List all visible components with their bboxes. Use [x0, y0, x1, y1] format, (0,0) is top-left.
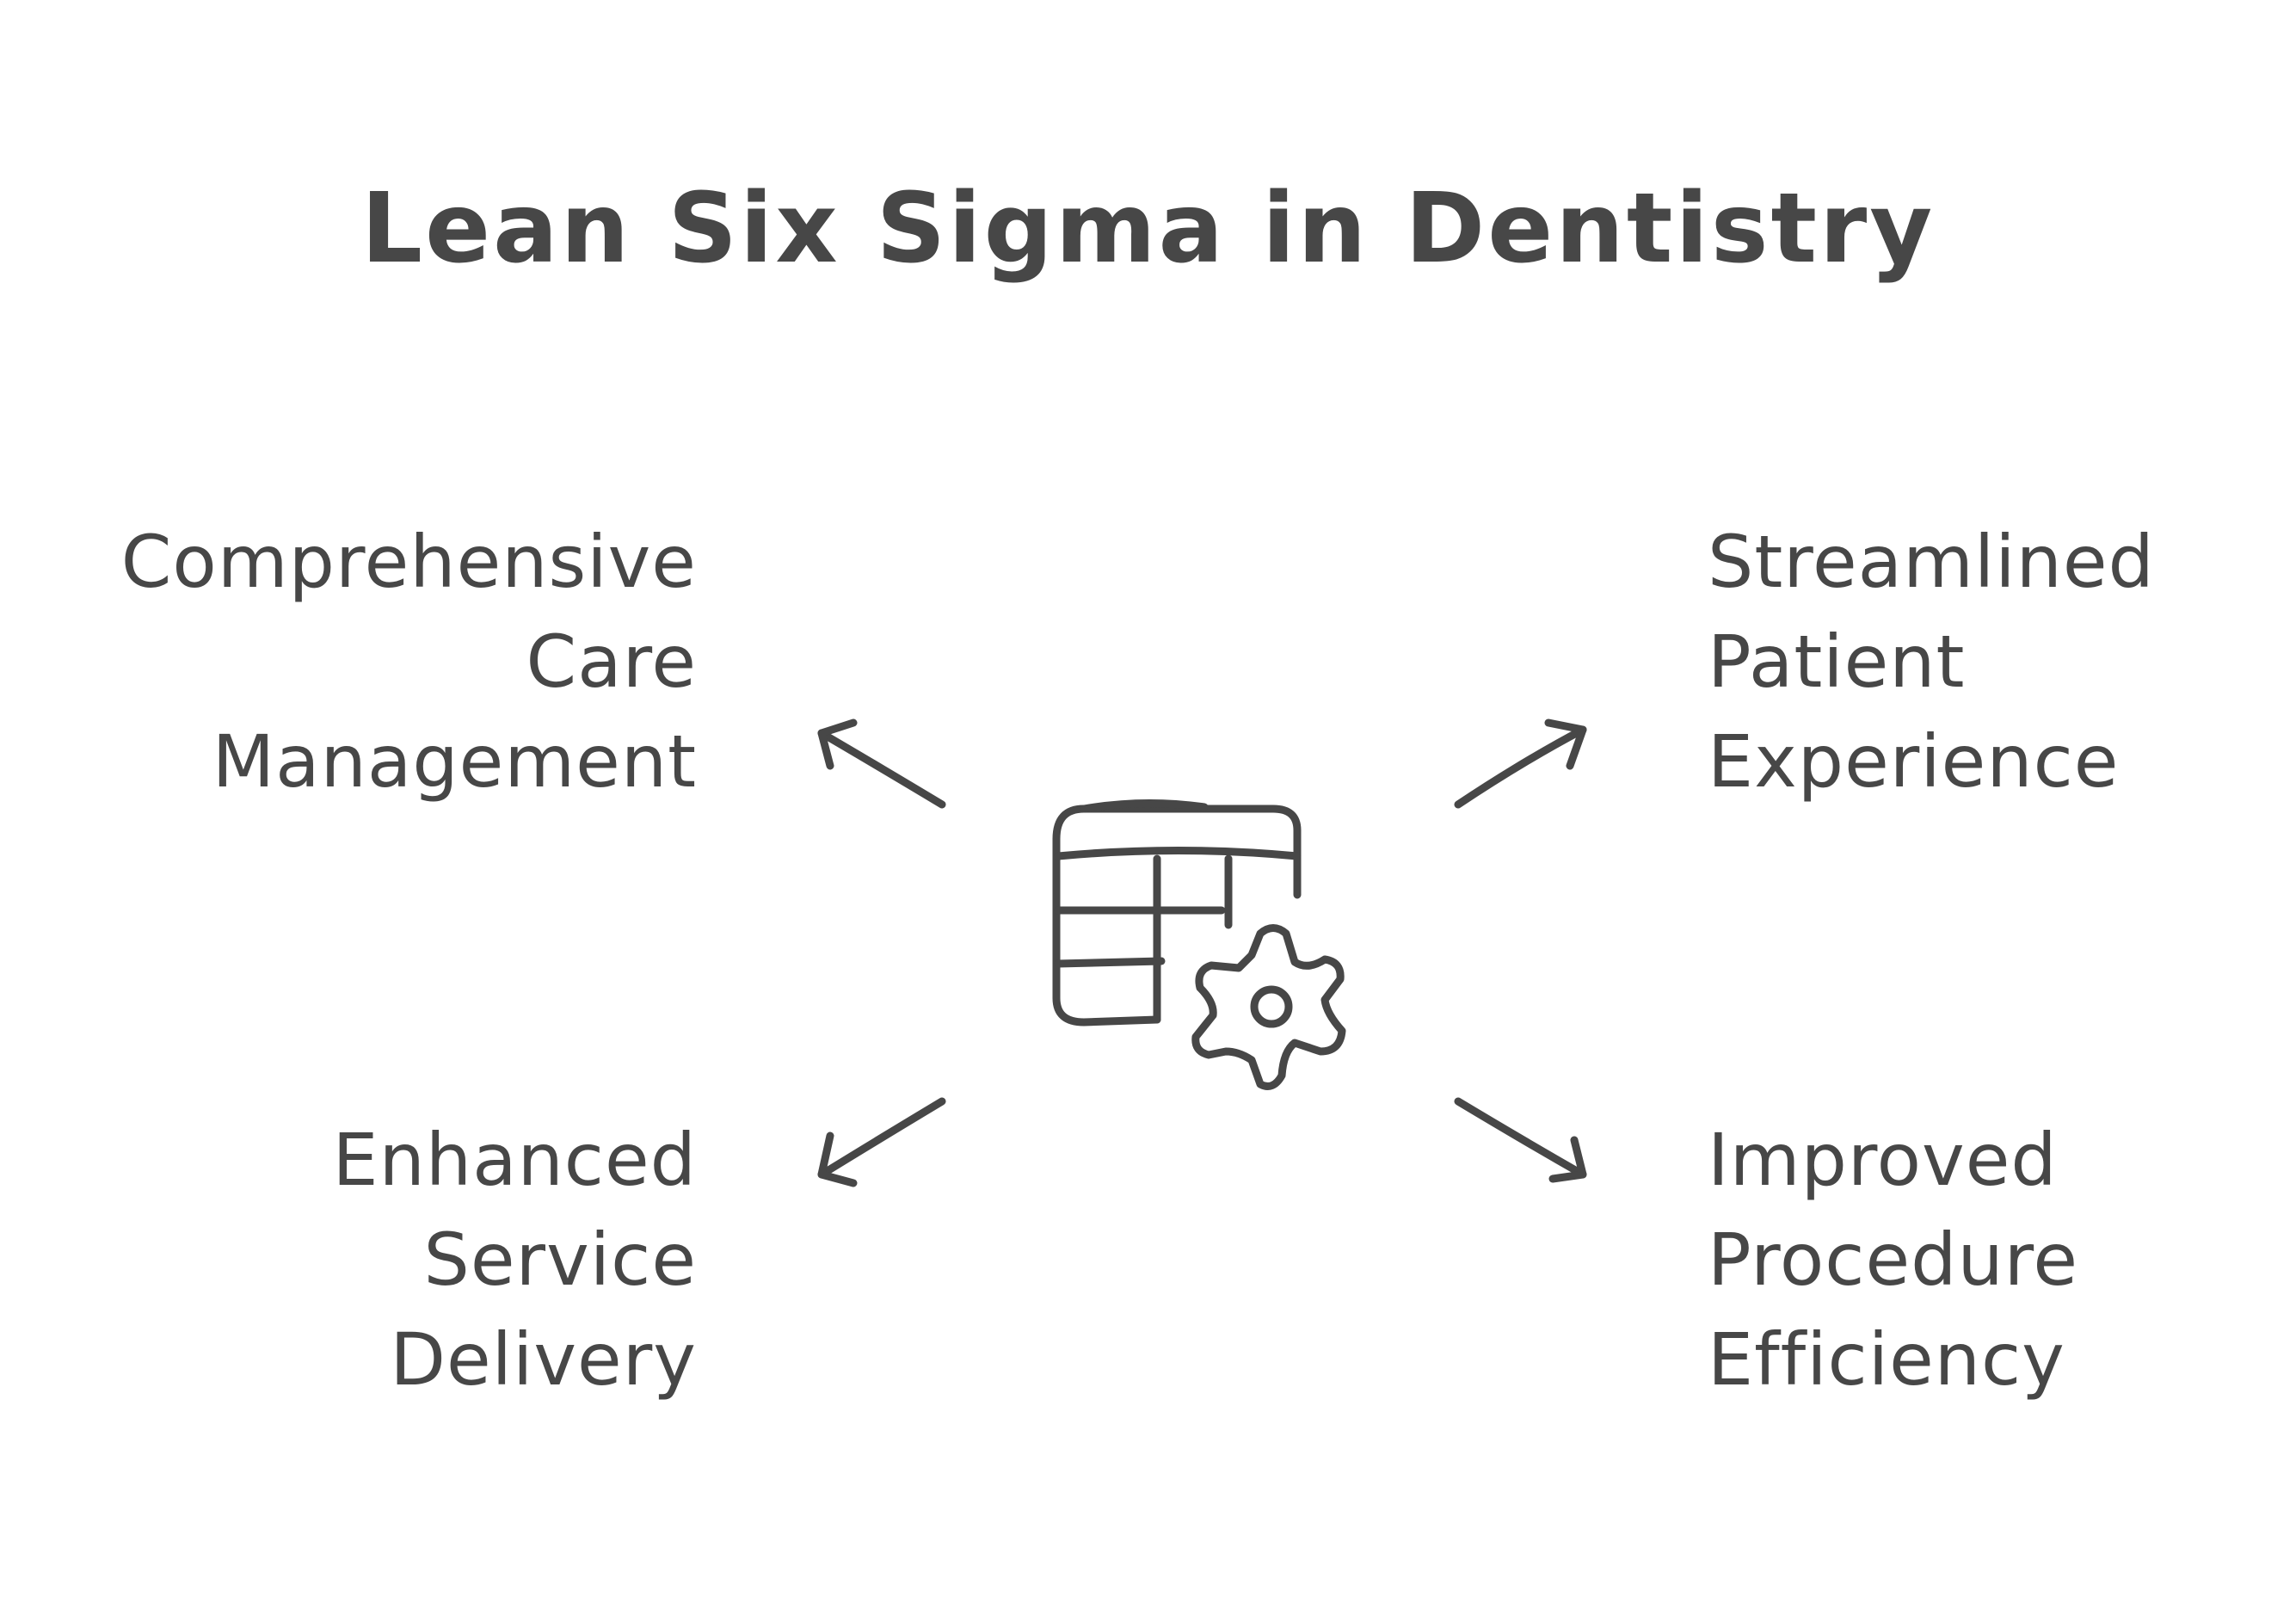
arrow-bottom-left — [817, 1097, 946, 1187]
outcome-bottom-right: Improved Procedure Efficiency — [1708, 1110, 2258, 1409]
spreadsheet-gear-icon — [1052, 798, 1346, 1090]
arrow-top-right — [1454, 718, 1587, 809]
outcome-bottom-right-line-2: Procedure — [1708, 1218, 2079, 1302]
diagram-title: Lean Six Sigma in Dentistry — [360, 173, 1936, 285]
arrow-top-left — [817, 718, 946, 809]
outcome-top-left-line-1: Comprehensive — [120, 520, 697, 604]
outcome-top-right-line-3: Experience — [1708, 719, 2120, 804]
outcome-bottom-left-line-1: Enhanced — [332, 1118, 697, 1202]
outcome-bottom-left: Enhanced Service Delivery — [77, 1110, 697, 1409]
outcome-top-left: Comprehensive Care Management — [77, 512, 697, 811]
outcome-bottom-right-line-3: Efficiency — [1708, 1317, 2065, 1402]
outcome-top-right-line-1: Streamlined — [1708, 520, 2155, 604]
arrow-bottom-right — [1454, 1097, 1587, 1183]
outcome-bottom-right-line-1: Improved — [1708, 1118, 2058, 1202]
outcome-top-left-line-3: Management — [212, 719, 697, 804]
outcome-top-right: Streamlined Patient Experience — [1708, 512, 2258, 811]
outcome-bottom-left-line-2: Service — [423, 1218, 697, 1302]
outcome-top-left-line-2: Care — [526, 620, 697, 704]
outcome-bottom-left-line-3: Delivery — [390, 1317, 697, 1402]
outcome-top-right-line-2: Patient — [1708, 620, 1966, 704]
